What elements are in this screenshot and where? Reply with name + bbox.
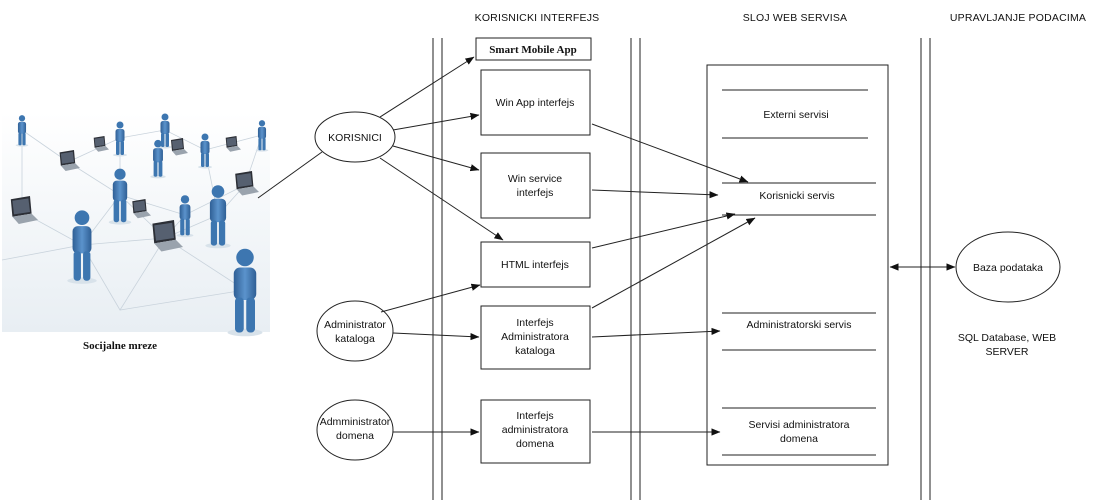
lane-data (920, 38, 931, 500)
catalog-admin-interface-line2: Administratora (501, 331, 569, 343)
database-label: Baza podataka (973, 262, 1043, 274)
domain-admin-interface-line1: Interfejs (516, 410, 553, 422)
domain-admin-services-line1: Servisi administratora (749, 419, 850, 431)
laptop-icon (235, 171, 259, 196)
domain-admin-services-line2: domena (780, 433, 818, 445)
catalog-admin-interface-line1: Interfejs (516, 317, 553, 329)
database-node: Baza podataka (955, 231, 1061, 303)
person-icon (176, 195, 194, 238)
laptop-icons (10, 136, 259, 252)
smart-mobile-app-label: Smart Mobile App (489, 44, 576, 56)
arrow-winservice-to-userservice (591, 189, 719, 199)
box-win-app-interface: Win App interfejs (480, 69, 591, 136)
arrow-html-to-userservice (591, 212, 736, 249)
arrow-winapp-to-userservice (591, 123, 749, 183)
lane-ui-left (432, 38, 443, 500)
admin-service-label: Administratorski servis (746, 319, 851, 331)
user-service-label: Korisnicki servis (759, 190, 834, 202)
actor-catalog-admin-line2: kataloga (335, 333, 375, 345)
link-social-to-users (257, 151, 323, 199)
actor-catalog-admin-line1: Administrator (324, 319, 386, 331)
social-network-image (1, 112, 270, 337)
arrow-cataloginterface-to-adminservice (591, 327, 721, 338)
win-service-interface-line2: interfejs (517, 187, 554, 199)
arrow-catalogadmin-to-html (380, 283, 481, 313)
box-win-service-interface: Win service interfejs (480, 152, 591, 219)
box-html-interface: HTML interfejs (480, 241, 591, 288)
laptop-icon (93, 136, 109, 152)
arrow-cataloginterface-to-userservice (591, 217, 756, 309)
laptop-icon (59, 150, 80, 171)
person-icon (15, 115, 29, 147)
arrow-users-to-html (379, 157, 504, 241)
header-ui-layer: KORISNICKI INTERFEJS (475, 12, 600, 24)
html-interface-label: HTML interfejs (501, 259, 569, 271)
database-note-line1: SQL Database, WEB (958, 332, 1056, 344)
actor-domain-admin-line1: Admministrator (320, 416, 391, 428)
social-network-caption: Socijalne mreze (83, 340, 157, 352)
header-web-service-layer: SLOJ WEB SERVISA (743, 12, 848, 24)
lane-ui-right (630, 38, 641, 500)
actor-users-label: KORISNICI (328, 132, 382, 144)
box-catalog-admin-interface: Interfejs Administratora kataloga (480, 305, 591, 370)
person-icon (158, 113, 172, 149)
person-icon (255, 120, 269, 152)
actor-catalog-admin: Administrator kataloga (316, 300, 394, 362)
box-smart-mobile-app: Smart Mobile App (475, 37, 592, 61)
laptop-icon (132, 199, 151, 219)
person-icon (150, 139, 166, 179)
connectors (257, 56, 956, 436)
arrow-catalogadmin-to-interface (392, 332, 480, 341)
domain-admin-interface-line2: administratora (502, 424, 569, 436)
laptop-icon (10, 196, 38, 224)
actor-users: KORISNICI (314, 111, 396, 163)
domain-admin-interface-line3: domena (516, 438, 554, 450)
web-service-container (706, 64, 889, 466)
actor-domain-admin: Admministrator domena (316, 399, 394, 461)
person-icon (67, 210, 97, 284)
laptop-icon (171, 138, 188, 156)
database-note-line2: SERVER (986, 346, 1029, 358)
laptop-icon (225, 136, 241, 152)
person-icon (108, 168, 132, 225)
arrow-users-to-winservice (392, 145, 480, 172)
person-figures (15, 113, 269, 337)
person-icon (205, 185, 231, 249)
actor-domain-admin-line2: domena (336, 430, 374, 442)
person-icon (113, 121, 127, 157)
box-domain-admin-interface: Interfejs administratora domena (480, 399, 591, 464)
person-icon (227, 248, 263, 337)
win-service-interface-line1: Win service (508, 173, 562, 185)
external-services-label: Externi servisi (763, 109, 828, 121)
win-app-interface-label: Win App interfejs (496, 97, 575, 109)
laptop-icon (152, 220, 183, 252)
person-icon (198, 133, 212, 169)
catalog-admin-interface-line3: kataloga (515, 345, 555, 357)
arrow-users-to-winapp (392, 112, 480, 131)
arrow-users-to-mobile (379, 56, 475, 118)
header-data-management: UPRAVLJANJE PODACIMA (950, 12, 1086, 24)
